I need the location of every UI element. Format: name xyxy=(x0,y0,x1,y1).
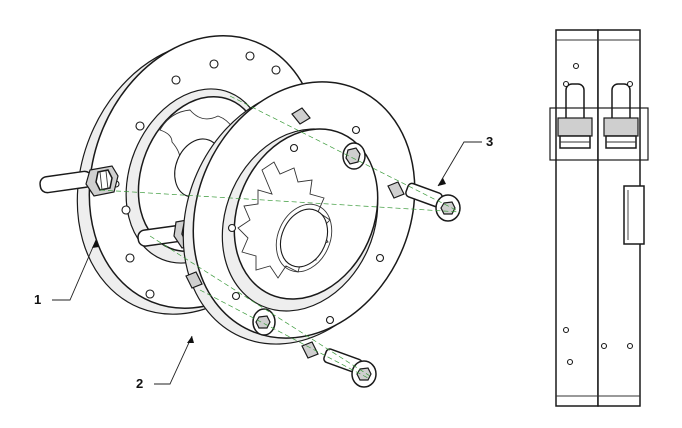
cap-screw-top xyxy=(342,142,366,170)
callout-2-label: 2 xyxy=(136,376,143,391)
callout-1-label: 1 xyxy=(34,292,41,307)
side-view xyxy=(549,29,649,407)
callout-1: 1 xyxy=(34,239,99,307)
callout-2: 2 xyxy=(136,335,194,391)
exploded-view xyxy=(39,35,461,388)
assembly-axes xyxy=(99,95,461,379)
hose-fitting-upper xyxy=(39,165,119,197)
cap-screw-lower xyxy=(252,308,276,336)
cap-screw-right xyxy=(405,182,461,222)
front-cover-ring xyxy=(182,81,416,359)
callout-3: 3 xyxy=(437,134,493,187)
callout-3-label: 3 xyxy=(486,134,493,149)
cap-screw-bottom xyxy=(323,348,377,388)
